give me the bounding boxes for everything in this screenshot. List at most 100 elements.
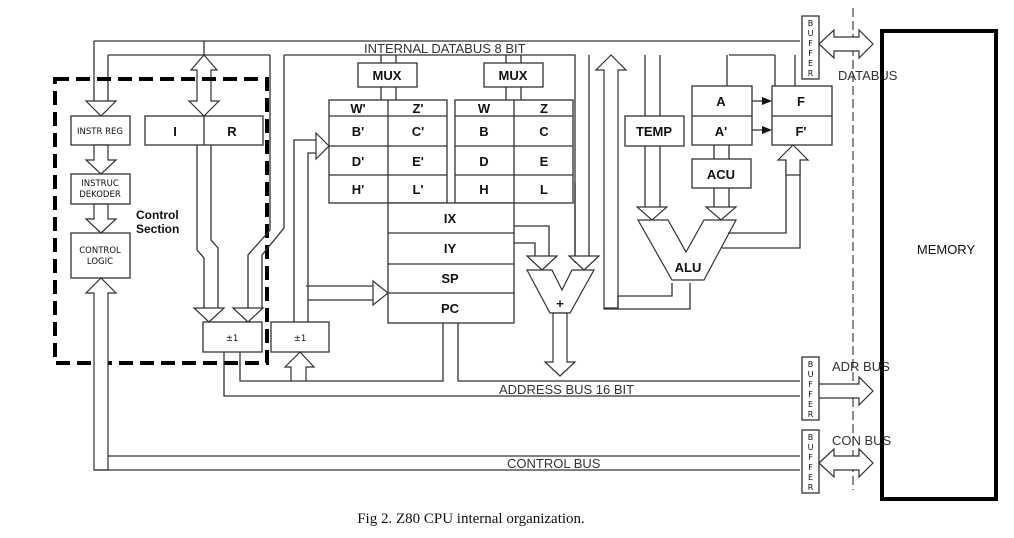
ir-down-line1 [196, 145, 205, 308]
control-section-label-1: Control [136, 208, 179, 222]
acu-alu-arrow-icon [704, 206, 738, 221]
con-bus-buffer-letter: U [808, 443, 814, 452]
temp-alu-arrow-icon [635, 206, 669, 221]
databus-bidir-arrow-icon [818, 28, 874, 60]
inc1-arrow-a-icon [192, 307, 226, 323]
address-bus-label: ADDRESS BUS 16 BIT [499, 382, 634, 397]
alt-register-bank [328, 99, 448, 204]
databus-label: DATABUS [838, 68, 898, 83]
logic-arrow-icon [84, 203, 118, 234]
adr-bus-buffer-letter: R [808, 410, 814, 419]
aalt-falt-arrow-icon [762, 126, 772, 134]
reg-w-alt: W' [350, 101, 365, 116]
alu-shape [636, 219, 737, 281]
reg-b: B [479, 124, 488, 139]
pc-arrow-icon [372, 279, 389, 307]
con-bus-buffer-letter: B [808, 433, 814, 442]
a-in-lines [726, 54, 776, 86]
inc-loop-line [239, 352, 291, 382]
control-section-box [53, 77, 269, 365]
acu-box [691, 158, 752, 189]
ir-bidir-arrow-icon [187, 54, 221, 117]
address-bus-line-outer [457, 323, 800, 382]
databus-buffer-letter: R [808, 69, 814, 78]
address-bus-line-inner [223, 352, 800, 397]
reg-c: C [539, 124, 549, 139]
a-f-arrow-icon [762, 97, 772, 105]
adr-bus-arrow-icon [818, 375, 874, 407]
pc-loop-line [306, 323, 444, 382]
incrementer-2-label: ±1 [294, 334, 307, 344]
main-register-bank [454, 99, 574, 204]
inc2-arrow-icon [283, 351, 316, 382]
control-logic-label-2: LOGIC [87, 257, 113, 267]
incrementer-1-box [202, 321, 263, 353]
reg-ix: IX [444, 211, 457, 226]
iy-adder-line [514, 242, 536, 256]
reg-c-alt: C' [412, 124, 424, 139]
temp-label: TEMP [636, 124, 672, 139]
con-bus-label: CON BUS [832, 433, 892, 448]
reg-e: E [540, 154, 549, 169]
memory-box [880, 29, 998, 501]
con-bus-buffer-letter: F [808, 453, 813, 462]
reg-a-alt: A' [715, 124, 727, 139]
mux-right-box [483, 62, 544, 88]
incrementer-1-label: ±1 [226, 334, 239, 344]
instruc-dekoder-label-2: DEKODER [79, 190, 121, 200]
control-bus-arrow-icon [84, 277, 118, 471]
reg-f: F [797, 94, 805, 109]
figure-caption: Fig 2. Z80 CPU internal organization. [357, 511, 585, 527]
memory-label: MEMORY [917, 242, 976, 257]
adder-address-arrow-icon [543, 312, 577, 377]
instruc-dekoder-box [70, 173, 131, 205]
con-bus-buffer [801, 429, 820, 494]
acu-label: ACU [707, 167, 735, 182]
reg-h: H [479, 182, 488, 197]
reg-a: A [716, 94, 726, 109]
adr-bus-buffer-letter: F [808, 380, 813, 389]
reg-b-alt: B' [352, 124, 364, 139]
con-bus-buffer-letter: R [808, 483, 814, 492]
reg-h-alt: H' [352, 182, 364, 197]
reg-d-alt: D' [352, 154, 364, 169]
inc2-up-line1 [293, 139, 316, 322]
reg-down-line2 [261, 55, 285, 308]
inc1-arrow-b-icon [231, 307, 265, 323]
internal-databus-label: INTERNAL DATABUS 8 BIT [364, 41, 526, 56]
instr-reg-arrow-icon [84, 100, 118, 117]
databus-buffer-letter: F [808, 49, 813, 58]
con-bus-bidir-arrow-icon [818, 447, 874, 479]
reg-iy: IY [444, 241, 457, 256]
adder-arrow-b-icon [567, 255, 601, 271]
adr-bus-buffer-letter: B [808, 360, 814, 369]
inc2-up-line2 [307, 152, 316, 322]
mux-left-label: MUX [373, 68, 402, 83]
i-register: I [173, 124, 177, 139]
alu-out-line2 [603, 283, 691, 310]
con-bus-buffer-letter: F [808, 463, 813, 472]
mux-right-label: MUX [499, 68, 528, 83]
ir-down-line2 [210, 145, 219, 308]
reg-l-alt: L' [412, 182, 423, 197]
r-register: R [227, 124, 237, 139]
databus-buffer [801, 15, 820, 80]
reg-z: Z [540, 101, 548, 116]
index-register-bank [387, 202, 515, 324]
databus-buffer-letter: U [808, 29, 814, 38]
flag-up-arrow-icon [776, 144, 810, 176]
reg-sp: SP [441, 271, 459, 286]
decoder-arrow-icon [84, 144, 118, 175]
databus-up-arrow-icon [594, 54, 628, 309]
reg-w: W [478, 101, 491, 116]
control-bus-label: CONTROL BUS [507, 456, 601, 471]
alu-flag-lines [722, 160, 801, 249]
regfile-arrow-icon [315, 131, 330, 161]
control-logic-label-1: CONTROL [79, 246, 121, 256]
acu-in-lines [713, 145, 730, 159]
adr-bus-label: ADR BUS [832, 359, 890, 374]
instr-reg-label: INSTR REG [77, 127, 123, 137]
con-bus-buffer-letter: E [808, 473, 813, 482]
reg-pc: PC [441, 301, 460, 316]
